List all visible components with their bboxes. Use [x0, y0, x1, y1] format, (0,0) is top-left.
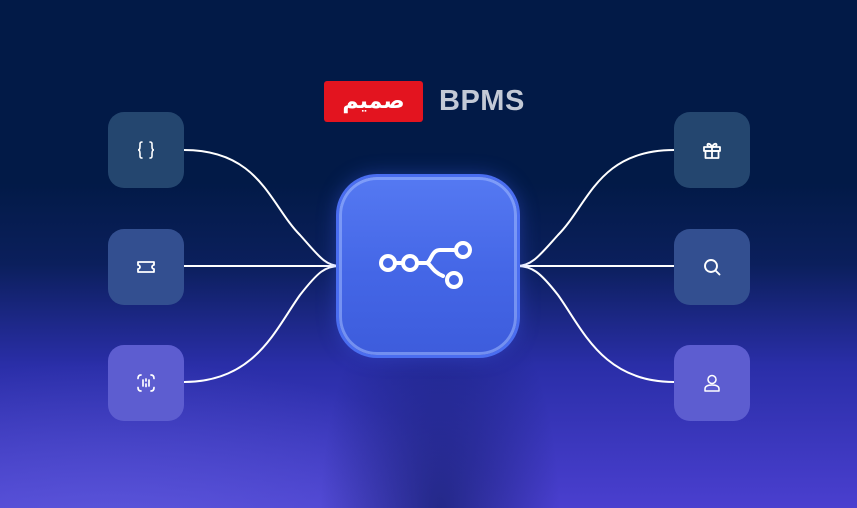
connector-right-top [516, 149, 675, 267]
brand-logo: صمیم [324, 81, 423, 122]
connector-left-top [183, 149, 341, 267]
code-braces-icon [137, 141, 155, 159]
workflow-branch-icon [379, 241, 472, 289]
node-user [674, 345, 750, 421]
node-scan [108, 345, 184, 421]
search-icon [704, 259, 721, 276]
user-icon [704, 374, 720, 392]
scan-icon [137, 374, 155, 392]
connector-right-bot [516, 265, 675, 383]
node-search [674, 229, 750, 305]
page-title: BPMS [439, 85, 525, 117]
workflow-hub [339, 177, 517, 355]
ticket-icon [137, 261, 155, 273]
node-ticket [108, 229, 184, 305]
brand-header: صمیم BPMS [324, 81, 525, 122]
node-gift [674, 112, 750, 188]
node-code [108, 112, 184, 188]
gift-icon [703, 142, 721, 159]
connector-left-bot [183, 265, 341, 383]
